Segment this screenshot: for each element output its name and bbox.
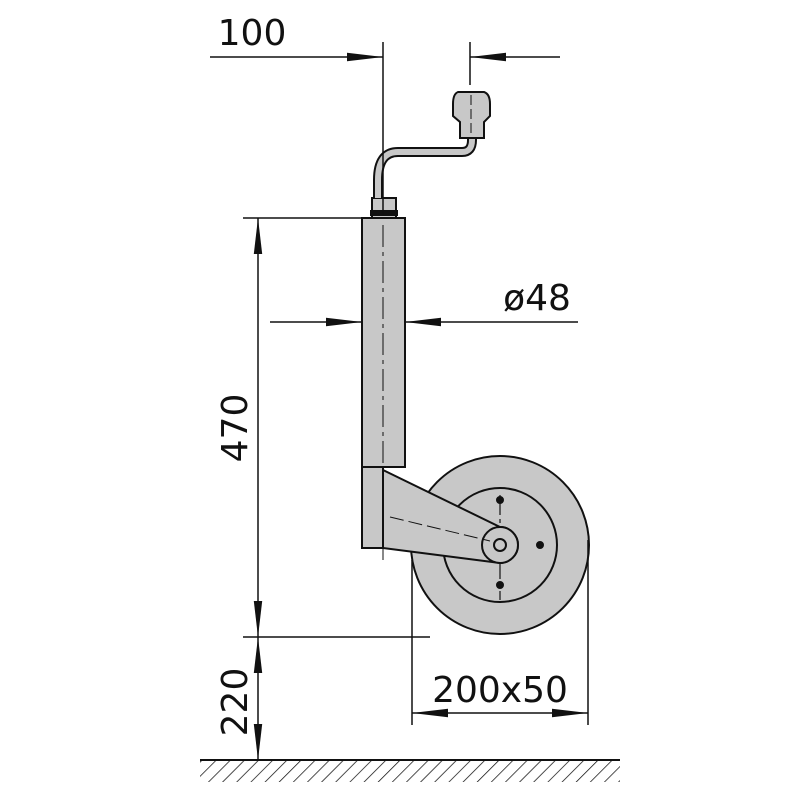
dimension-label-wheel-size: 200x50	[432, 670, 568, 711]
wheel-arm	[382, 468, 519, 565]
dimension-wheel-size	[411, 540, 589, 725]
tube	[361, 197, 406, 560]
dimension-heights	[243, 217, 430, 760]
crank-handle	[373, 91, 491, 198]
dimension-crank-offset	[210, 42, 560, 215]
ground	[200, 759, 620, 782]
dimension-label-crank-offset: 100	[218, 13, 287, 54]
dimension-label-tube-diameter: ø48	[503, 278, 571, 319]
tube-lower	[361, 466, 384, 549]
dimension-label-height-lower: 220	[215, 668, 256, 737]
dimension-label-height-upper: 470	[215, 394, 256, 463]
